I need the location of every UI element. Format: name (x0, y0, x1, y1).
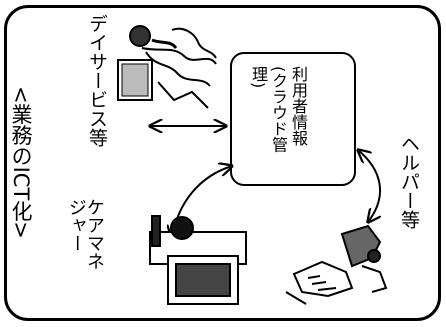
cloud-info-line2: (クラウド管 (269, 66, 288, 153)
node-label-care-manager-line1: ケアマネ (83, 198, 105, 270)
node-label-daycare: デイサービス等 (85, 14, 108, 147)
cloud-info-line3: 理) (249, 66, 268, 89)
node-label-helper: ヘルパー等 (397, 134, 420, 229)
arrow-center-helper (358, 150, 380, 222)
care-manager-illustration (149, 215, 247, 305)
node-label-care-manager-line2: ジャー (65, 198, 87, 252)
cloud-info-line1: 利用者情報 (289, 66, 308, 146)
cloud-info-box (230, 52, 356, 186)
helper-illustration (285, 224, 388, 305)
daycare-illustration (117, 25, 217, 109)
diagram-title: <業務のICT化> (9, 86, 34, 239)
cloud-info-text: 利用者情報 (クラウド管 理) (248, 66, 308, 152)
